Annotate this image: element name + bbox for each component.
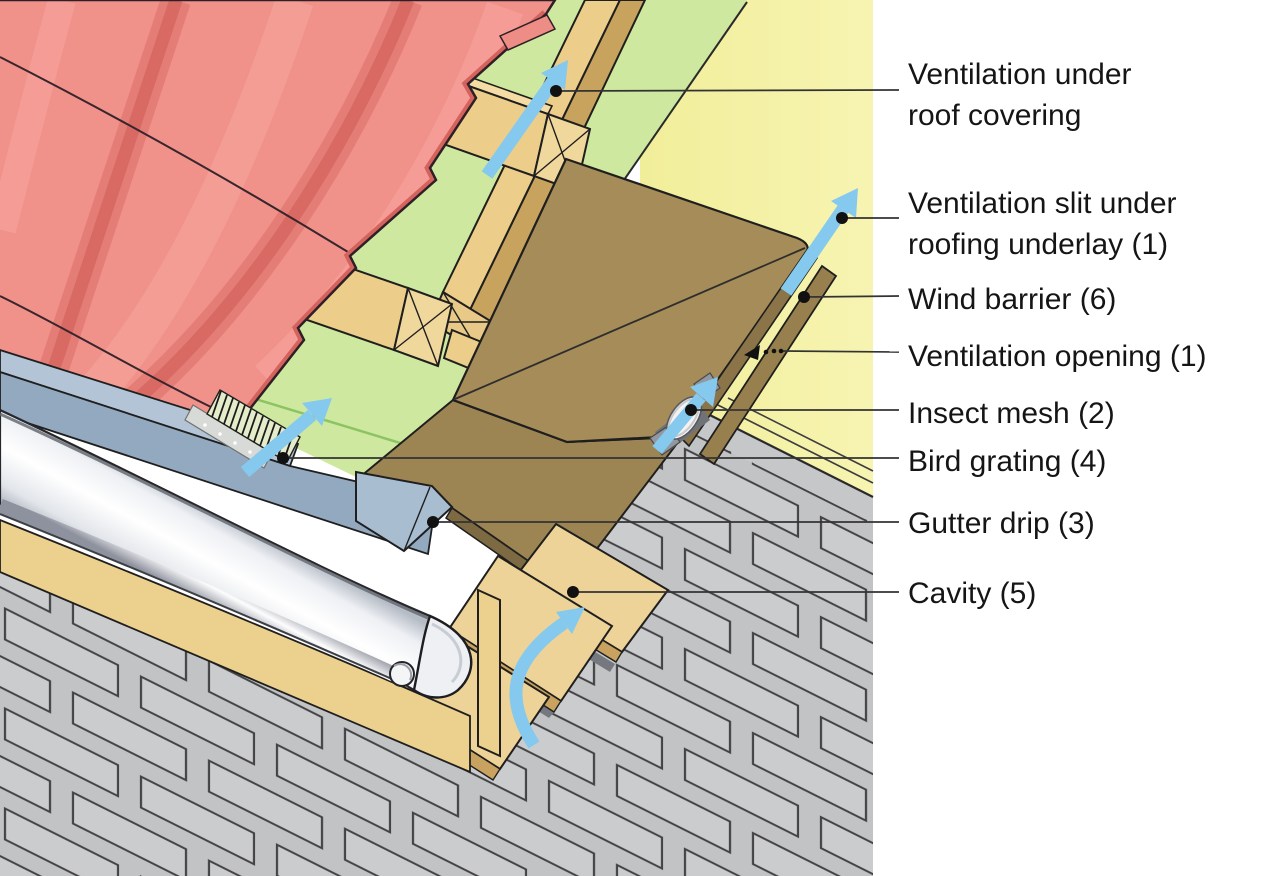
airflow-arrow-under-covering [481,60,568,179]
fascia-board [0,519,501,774]
rain-gutter [0,408,473,699]
callout-label-ventilation-under-roof-covering: Ventilation under roof covering [908,58,1132,132]
tile-batten-lower [282,248,454,368]
wind-barrier [698,264,838,466]
callout-label-gutter-drip: Gutter drip (3) [908,507,1095,540]
airflow-arrow-cavity [509,607,585,749]
callout-label-insect-mesh: Insect mesh (2) [908,397,1115,430]
callout-label-cavity: Cavity (5) [908,577,1037,610]
airflow-arrow-ventilation-slit [780,188,858,296]
callout-label-ventilation-opening: Ventilation opening (1) [908,340,1207,373]
callout-label-ventilation-slit: Ventilation slit under roofing underlay … [908,187,1177,261]
callout-leaders [283,89,900,593]
callout-label-bird-grating: Bird grating (4) [908,445,1107,478]
callout-dots [277,85,848,598]
roofing-underlay-board [357,157,819,600]
ventilation-opening-marker [744,345,784,360]
callout-label-wind-barrier: Wind barrier (6) [908,283,1117,316]
airflow-arrow-bird-grating [240,398,332,477]
gutter-drip-corner [355,470,454,553]
